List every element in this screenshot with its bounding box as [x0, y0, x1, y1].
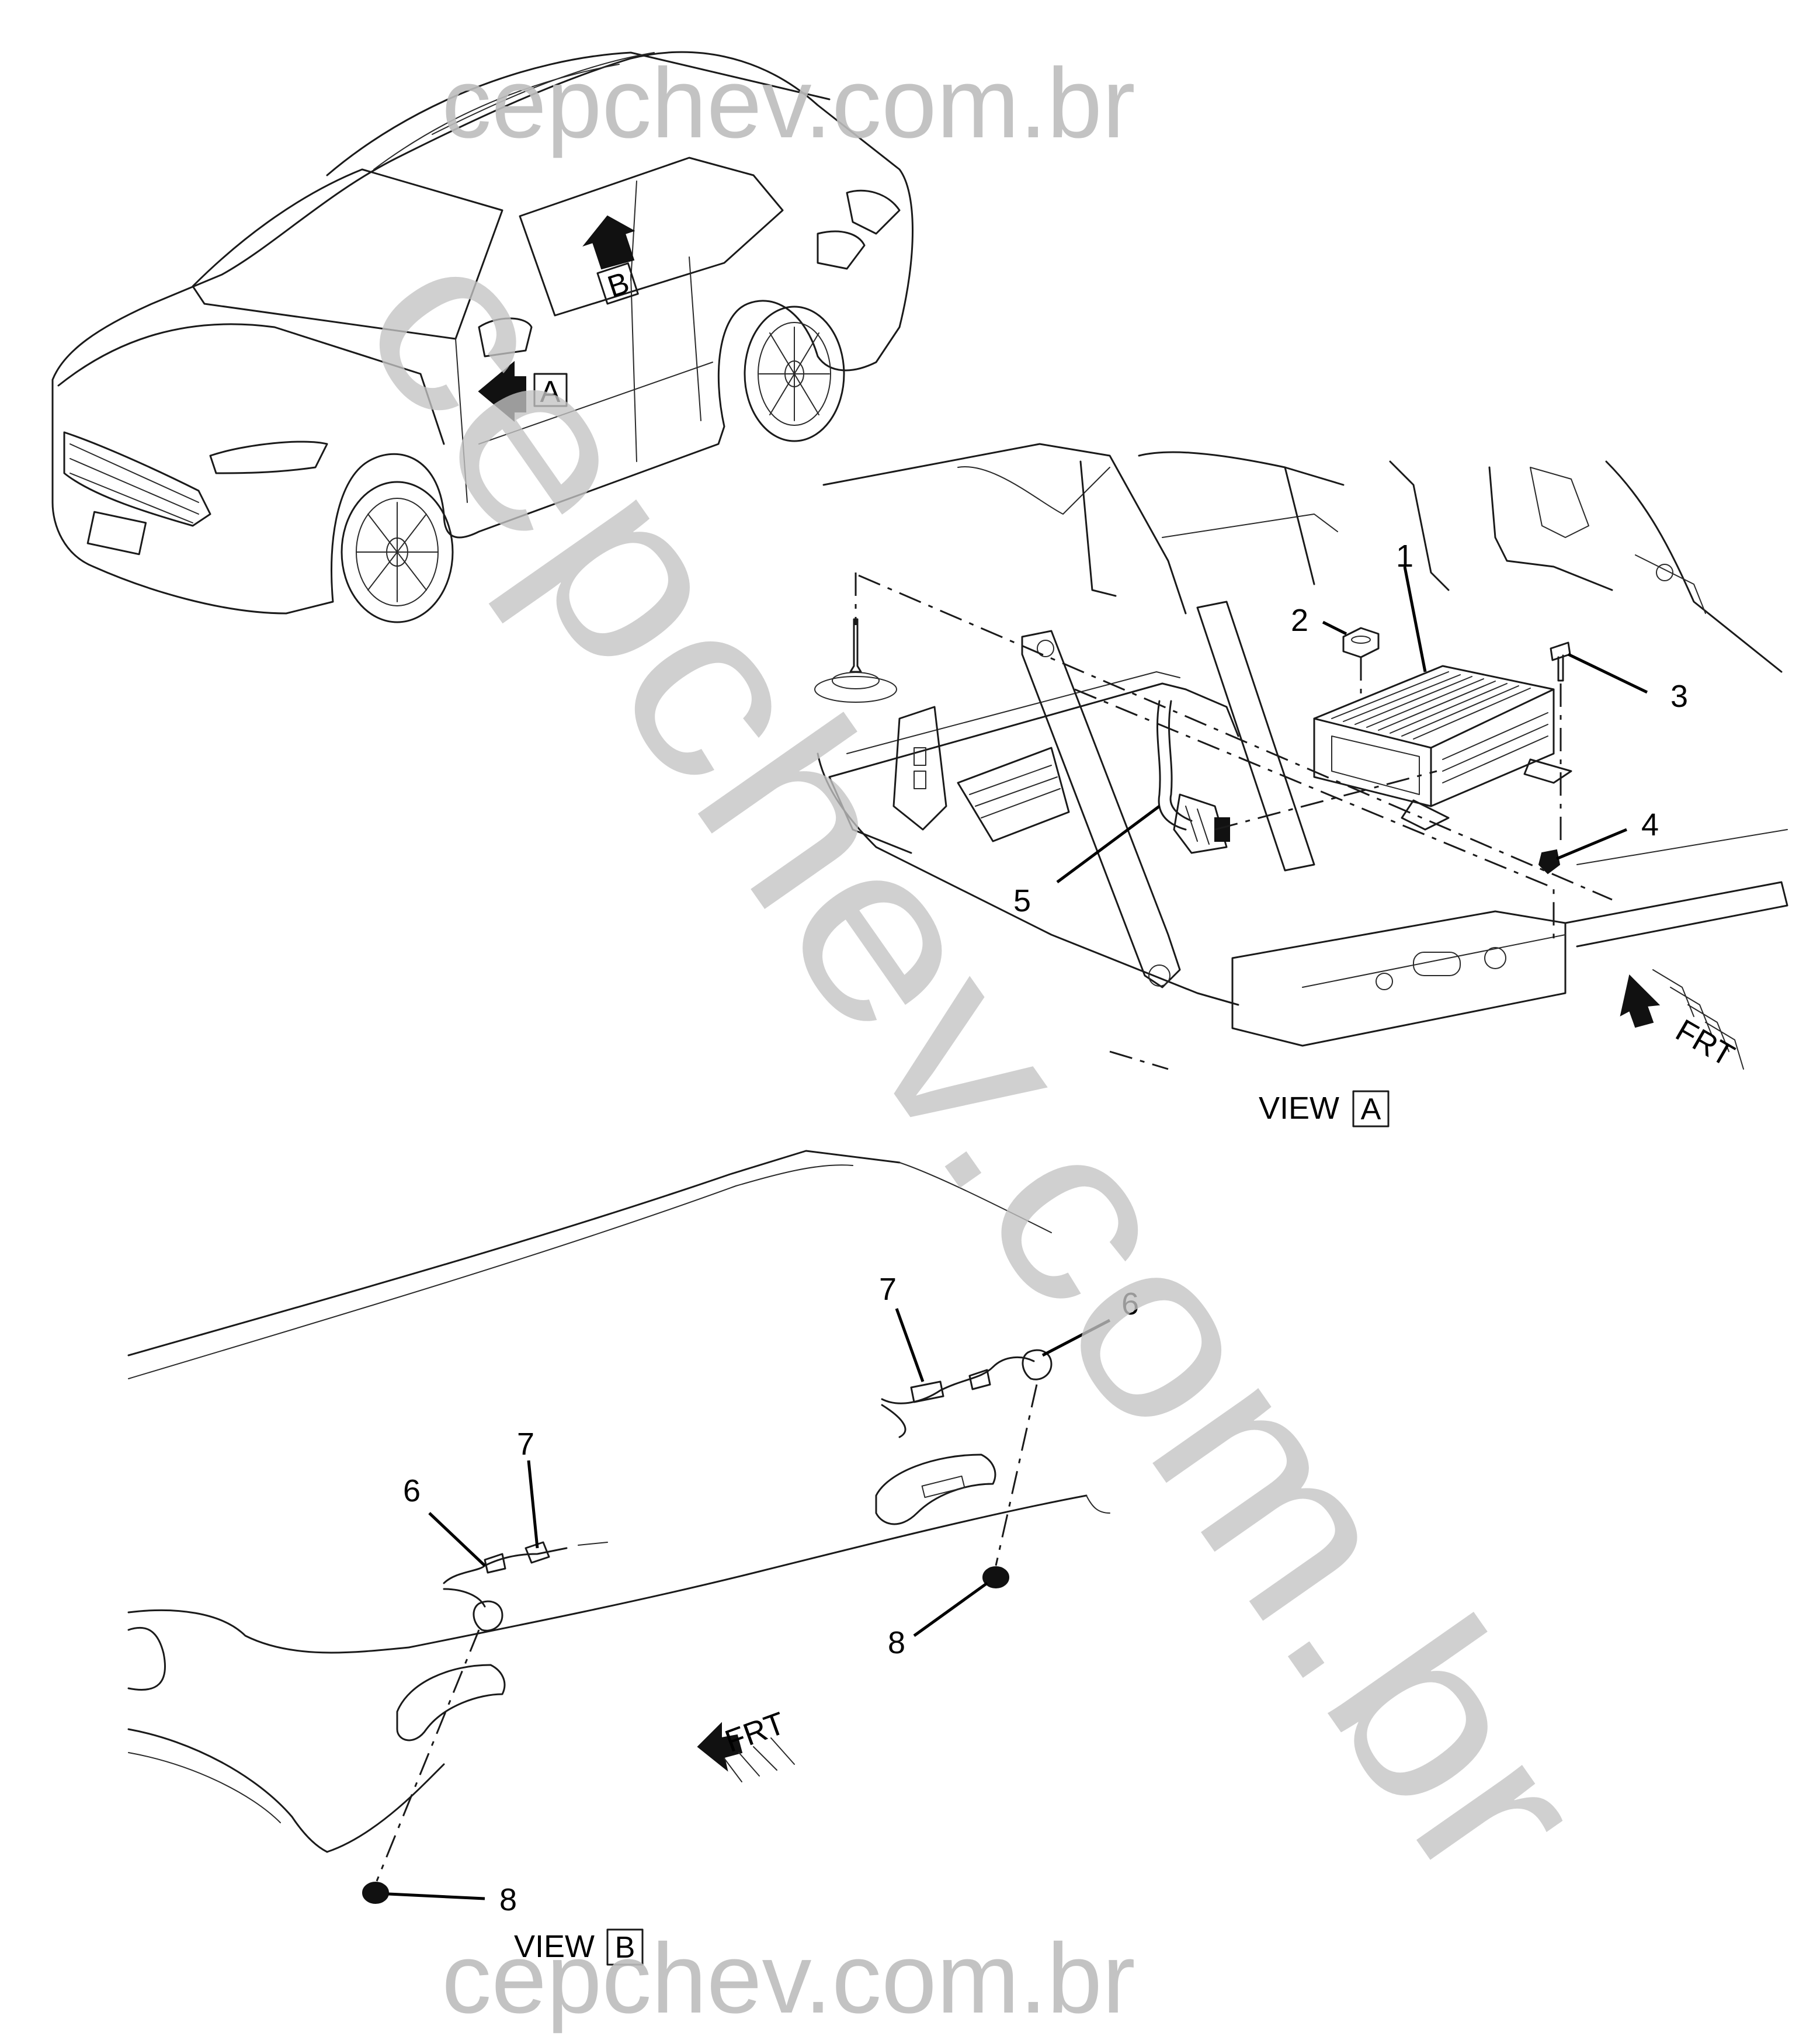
grommet-left: [362, 1882, 389, 1904]
view-a-arrow: A: [478, 360, 568, 422]
front-direction-label-a: FRT: [1670, 1012, 1740, 1073]
view-b-caption-prefix: VIEW: [514, 1929, 595, 1964]
callout-6-left: 6: [403, 1473, 421, 1508]
clip-item-4: [1538, 849, 1561, 875]
view-a-arrow-label: A: [540, 375, 561, 409]
callout-2: 2: [1291, 603, 1308, 638]
amplifier-module: [1313, 665, 1572, 831]
callout-3: 3: [1670, 679, 1688, 714]
front-direction-indicator-b: FRT: [697, 1705, 795, 1782]
nut-item-2: [1342, 627, 1380, 658]
view-a-callouts: 1 2 3 4 5: [1013, 539, 1688, 918]
view-b-caption: VIEW B: [514, 1928, 644, 1966]
callout-5: 5: [1013, 883, 1031, 918]
view-b-arrow: B: [582, 215, 639, 305]
harness-connector-item-5: [1156, 700, 1230, 854]
callout-7-left: 7: [517, 1427, 534, 1462]
view-b-callouts: 6 7 8 7 6 8: [388, 1272, 1139, 1917]
view-a-drawing: FRT: [814, 443, 1788, 1073]
view-a-caption: VIEW A: [1259, 1090, 1390, 1127]
callout-1: 1: [1396, 539, 1413, 574]
view-a-caption-prefix: VIEW: [1259, 1091, 1339, 1126]
grommet-right: [982, 1566, 1009, 1588]
vehicle-overview-drawing: [51, 51, 914, 623]
bolt-item-3: [1550, 641, 1571, 682]
harness-left: [443, 1541, 608, 1632]
callout-6-right: 6: [1121, 1286, 1139, 1321]
callout-8-left: 8: [499, 1882, 517, 1917]
view-a-caption-letter: A: [1361, 1092, 1381, 1126]
callout-7-right: 7: [879, 1272, 897, 1307]
callout-4: 4: [1641, 807, 1659, 842]
harness-right: [881, 1349, 1053, 1438]
watermark-top: cepchev.com.br: [442, 48, 1135, 159]
front-direction-label-b: FRT: [721, 1705, 790, 1759]
callout-8-right: 8: [888, 1625, 905, 1660]
watermark-diagonal: cepchev.com.br: [308, 193, 1640, 1930]
view-b-caption-letter: B: [615, 1931, 635, 1965]
front-direction-indicator-a: FRT: [1620, 969, 1744, 1073]
watermark-bottom: cepchev.com.br: [442, 1923, 1135, 2034]
view-b-drawing: FRT: [127, 1150, 1110, 1904]
